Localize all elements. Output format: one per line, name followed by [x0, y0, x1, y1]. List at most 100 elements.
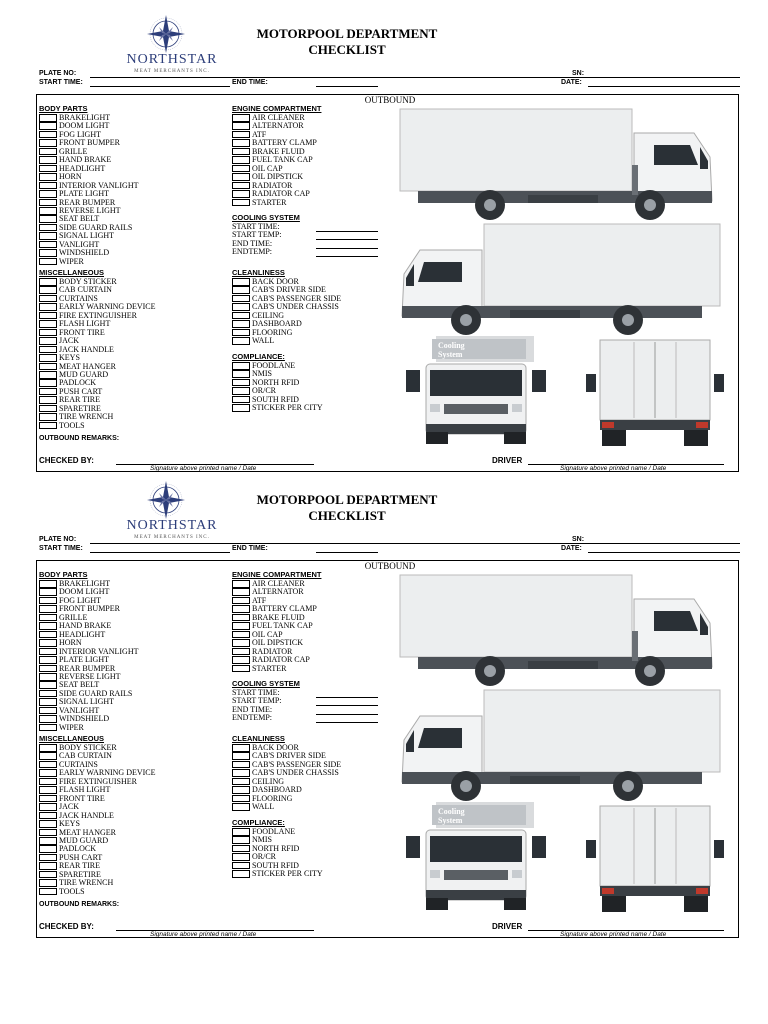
checkbox[interactable]: [232, 395, 250, 404]
checkbox[interactable]: [232, 870, 250, 878]
checked-by-signature-field[interactable]: [116, 464, 314, 465]
checkbox[interactable]: [39, 828, 57, 837]
checkbox[interactable]: [232, 173, 250, 181]
checkbox[interactable]: [232, 622, 250, 630]
checkbox[interactable]: [39, 249, 57, 257]
cooling-field-input[interactable]: [316, 722, 378, 724]
checkbox[interactable]: [232, 198, 250, 207]
checkbox[interactable]: [232, 794, 250, 803]
checkbox[interactable]: [39, 639, 57, 647]
checkbox[interactable]: [232, 639, 250, 647]
checkbox[interactable]: [39, 715, 57, 723]
cooling-field-input[interactable]: [316, 705, 378, 707]
checkbox[interactable]: [232, 362, 250, 370]
checkbox[interactable]: [39, 752, 57, 761]
checkbox[interactable]: [232, 181, 250, 190]
checkbox[interactable]: [232, 596, 250, 605]
checkbox[interactable]: [39, 173, 57, 181]
cooling-field-input[interactable]: [316, 231, 378, 232]
checkbox[interactable]: [39, 147, 57, 156]
checkbox[interactable]: [39, 337, 57, 345]
checkbox[interactable]: [232, 156, 250, 164]
checkbox[interactable]: [232, 320, 250, 328]
checkbox[interactable]: [232, 328, 250, 337]
checkbox[interactable]: [39, 647, 57, 656]
checkbox[interactable]: [39, 664, 57, 673]
checkbox[interactable]: [39, 630, 57, 639]
plate-no-field[interactable]: [90, 77, 735, 78]
checkbox[interactable]: [39, 370, 57, 379]
checkbox[interactable]: [232, 630, 250, 639]
checkbox[interactable]: [39, 887, 57, 896]
sn-field[interactable]: [588, 77, 740, 78]
checkbox[interactable]: [39, 622, 57, 630]
checkbox[interactable]: [232, 777, 250, 786]
checkbox[interactable]: [232, 861, 250, 870]
checkbox[interactable]: [39, 596, 57, 605]
checkbox[interactable]: [39, 870, 57, 879]
cooling-field-input[interactable]: [316, 239, 378, 241]
plate-no-field[interactable]: [90, 543, 735, 544]
checkbox[interactable]: [232, 303, 250, 311]
checkbox[interactable]: [39, 723, 57, 732]
checkbox[interactable]: [39, 156, 57, 164]
checkbox[interactable]: [232, 139, 250, 147]
checkbox[interactable]: [232, 647, 250, 656]
checkbox[interactable]: [39, 232, 57, 240]
checkbox[interactable]: [232, 769, 250, 777]
checkbox[interactable]: [39, 122, 57, 131]
checkbox[interactable]: [232, 752, 250, 761]
checkbox[interactable]: [39, 794, 57, 803]
checkbox[interactable]: [39, 164, 57, 173]
checkbox[interactable]: [39, 198, 57, 207]
checkbox[interactable]: [232, 147, 250, 156]
checkbox[interactable]: [39, 257, 57, 266]
checkbox[interactable]: [232, 190, 250, 198]
checkbox[interactable]: [232, 114, 250, 122]
checkbox[interactable]: [39, 580, 57, 588]
checkbox[interactable]: [232, 387, 250, 395]
checkbox[interactable]: [232, 656, 250, 664]
checkbox[interactable]: [232, 164, 250, 173]
checkbox[interactable]: [232, 370, 250, 379]
checkbox[interactable]: [39, 215, 57, 223]
checkbox[interactable]: [232, 378, 250, 387]
checkbox[interactable]: [232, 803, 250, 811]
checkbox[interactable]: [39, 181, 57, 190]
checkbox[interactable]: [39, 240, 57, 249]
checkbox[interactable]: [232, 836, 250, 845]
driver-signature-field[interactable]: [528, 464, 724, 465]
checkbox[interactable]: [232, 853, 250, 861]
checkbox[interactable]: [39, 706, 57, 715]
checkbox[interactable]: [39, 206, 57, 215]
checkbox[interactable]: [39, 689, 57, 698]
checkbox[interactable]: [39, 845, 57, 853]
checkbox[interactable]: [232, 122, 250, 131]
checkbox[interactable]: [232, 664, 250, 673]
checkbox[interactable]: [39, 656, 57, 664]
checkbox[interactable]: [39, 836, 57, 845]
date-field[interactable]: [588, 552, 740, 553]
checkbox[interactable]: [39, 613, 57, 622]
checkbox[interactable]: [39, 803, 57, 811]
checkbox[interactable]: [232, 760, 250, 769]
checkbox[interactable]: [39, 328, 57, 337]
checkbox[interactable]: [39, 303, 57, 311]
date-field[interactable]: [588, 86, 740, 87]
checkbox[interactable]: [39, 786, 57, 794]
checkbox[interactable]: [232, 588, 250, 597]
checkbox[interactable]: [232, 828, 250, 836]
checkbox[interactable]: [232, 580, 250, 588]
start-time-field[interactable]: [90, 552, 230, 553]
checkbox[interactable]: [39, 605, 57, 613]
checkbox[interactable]: [39, 744, 57, 752]
checked-by-signature-field[interactable]: [116, 930, 314, 931]
start-time-field[interactable]: [90, 86, 230, 87]
cooling-field-input[interactable]: [316, 697, 378, 698]
checkbox[interactable]: [39, 820, 57, 828]
checkbox[interactable]: [232, 605, 250, 613]
checkbox[interactable]: [232, 286, 250, 295]
cooling-field-input[interactable]: [316, 713, 378, 715]
checkbox[interactable]: [39, 396, 57, 404]
checkbox[interactable]: [39, 362, 57, 371]
